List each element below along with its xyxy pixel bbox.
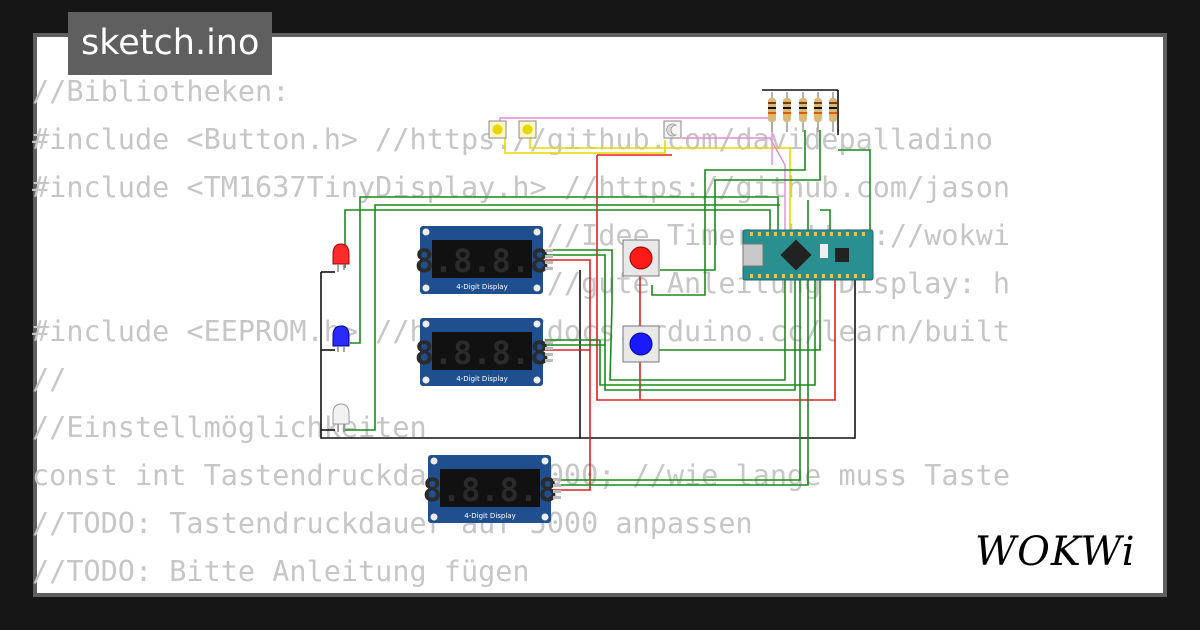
- sketch-title-badge: sketch.ino: [68, 12, 273, 75]
- code-line: //TODO: Bitte Anleitung fügen: [32, 555, 530, 588]
- display-digits: 8.8.8.8: [415, 242, 550, 280]
- ldr-sensor: [663, 120, 682, 139]
- led-white: [332, 403, 350, 432]
- ldr-sensor: [518, 120, 537, 139]
- ldr-sensor: [488, 120, 507, 139]
- display-label: 4-Digit Display: [464, 512, 515, 520]
- display-label: 4-Digit Display: [456, 283, 507, 291]
- wires-pink: [499, 117, 786, 230]
- display-digits: 8.8.8.8: [415, 334, 550, 372]
- resistor-bank: [768, 92, 837, 132]
- push-button-red[interactable]: [622, 239, 660, 277]
- wires-green: [344, 130, 871, 486]
- four-digit-display: 8.8.8.8 4-Digit Display: [415, 226, 553, 294]
- wires-yellow: [504, 138, 791, 230]
- display-digits: 8.8.8.8: [423, 471, 558, 509]
- wires-black: [320, 89, 856, 439]
- four-digit-display: 8.8.8.8 4-Digit Display: [423, 455, 561, 523]
- arduino-nano-board: [742, 229, 874, 281]
- wokwi-logo: WOKWi: [975, 529, 1136, 575]
- code-line: //TODO: Tastendruckdauer auf 5000 anpass…: [32, 507, 753, 540]
- four-digit-display: 8.8.8.8 4-Digit Display: [415, 318, 553, 386]
- led-red: [332, 243, 350, 272]
- code-line: #include <TM1637TinyDisplay.h> //https:/…: [32, 171, 1011, 204]
- push-button-blue[interactable]: [622, 325, 660, 363]
- display-label: 4-Digit Display: [456, 375, 507, 383]
- code-line: //: [32, 363, 67, 396]
- code-preview: //Bibliotheken: #include <Button.h> //htt…: [32, 68, 1098, 596]
- led-blue: [332, 325, 350, 352]
- code-line: //Bibliotheken:: [32, 75, 290, 108]
- code-line: #include <Button.h> //https://github.com…: [32, 123, 993, 156]
- project-card: [37, 37, 1163, 593]
